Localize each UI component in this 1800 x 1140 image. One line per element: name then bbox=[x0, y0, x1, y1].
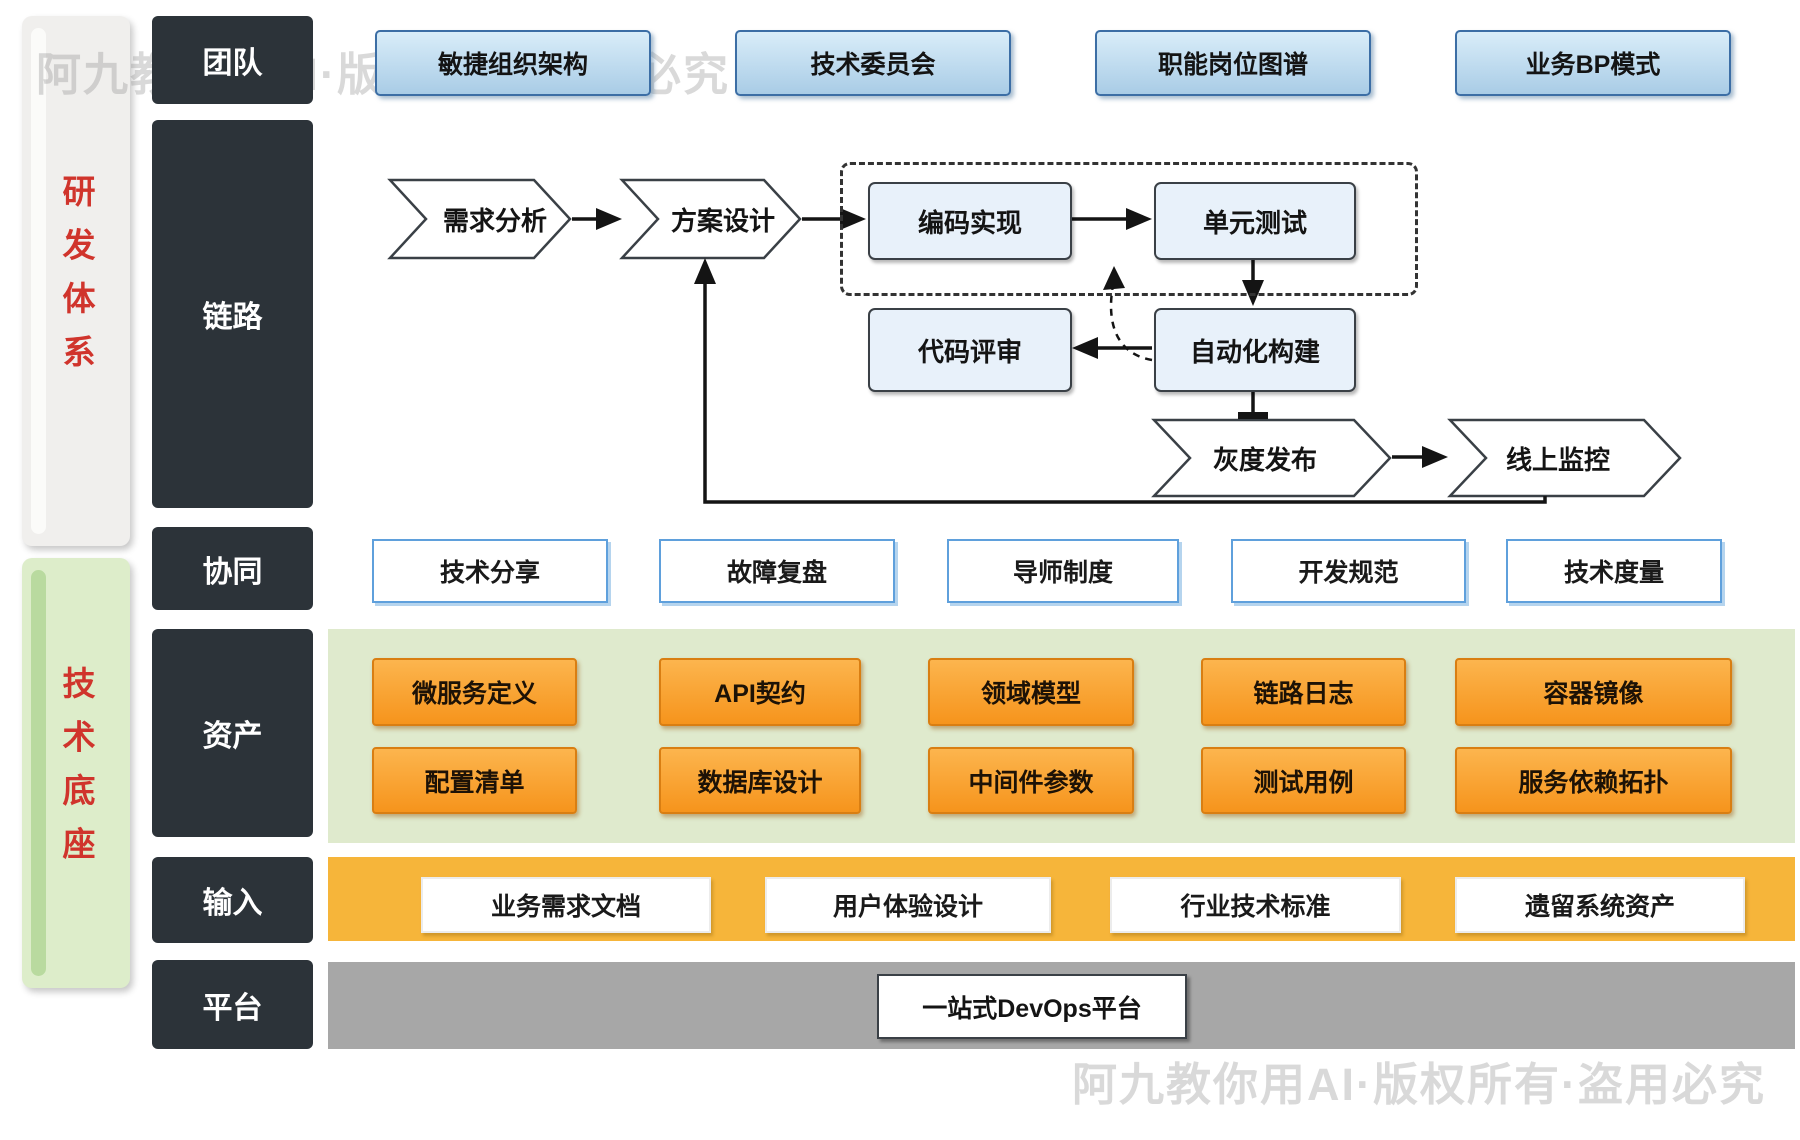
rail-rd-system: 研发体系 bbox=[22, 16, 130, 546]
rail-tech-base: 技术底座 bbox=[22, 558, 130, 988]
asset-item-service-dep-topology: 服务依赖拓扑 bbox=[1455, 747, 1732, 814]
row-label-chain: 链路 bbox=[152, 120, 313, 508]
input-item-legacy-assets: 遗留系统资产 bbox=[1455, 877, 1745, 933]
rail-stripe bbox=[31, 28, 46, 534]
input-item-business-req-doc: 业务需求文档 bbox=[421, 877, 711, 933]
row-label-asset: 资产 bbox=[152, 629, 313, 837]
watermark-bottom: 阿九教你用AI·版权所有·盗用必究 bbox=[1072, 1059, 1766, 1110]
team-item-role-map: 职能岗位图谱 bbox=[1095, 30, 1371, 96]
asset-item-microservice-def: 微服务定义 bbox=[372, 658, 577, 726]
flow-node-online-monitor: 线上监控 bbox=[1505, 444, 1610, 475]
rail-tech-base-label: 技术底座 bbox=[58, 666, 95, 880]
flow-node-unit-test: 单元测试 bbox=[1154, 182, 1356, 260]
rail-stripe bbox=[31, 570, 46, 976]
row-label-collab: 协同 bbox=[152, 527, 313, 610]
collab-item-failure-review: 故障复盘 bbox=[659, 539, 895, 603]
flow-node-auto-build: 自动化构建 bbox=[1154, 308, 1356, 392]
team-item-agile-org: 敏捷组织架构 bbox=[375, 30, 651, 96]
asset-item-trace-log: 链路日志 bbox=[1201, 658, 1406, 726]
row-label-platform: 平台 bbox=[152, 960, 313, 1049]
rail-rd-system-label: 研发体系 bbox=[58, 174, 95, 388]
collab-item-tech-metrics: 技术度量 bbox=[1506, 539, 1722, 603]
collab-item-dev-standards: 开发规范 bbox=[1231, 539, 1466, 603]
flow-node-code-review: 代码评审 bbox=[868, 308, 1072, 392]
flow-node-demand-analysis: 需求分析 bbox=[442, 205, 547, 236]
input-item-industry-standards: 行业技术标准 bbox=[1110, 877, 1401, 933]
asset-item-db-design: 数据库设计 bbox=[659, 747, 861, 814]
asset-item-api-contract: API契约 bbox=[659, 658, 861, 726]
collab-item-tech-sharing: 技术分享 bbox=[372, 539, 608, 603]
asset-item-test-cases: 测试用例 bbox=[1201, 747, 1406, 814]
row-label-input: 输入 bbox=[152, 857, 313, 943]
row-label-team: 团队 bbox=[152, 16, 313, 104]
collab-item-mentor-system: 导师制度 bbox=[947, 539, 1179, 603]
asset-item-domain-model: 领域模型 bbox=[928, 658, 1134, 726]
asset-item-config-list: 配置清单 bbox=[372, 747, 577, 814]
input-item-ux-design: 用户体验设计 bbox=[765, 877, 1051, 933]
flow-node-coding: 编码实现 bbox=[868, 182, 1072, 260]
flow-node-solution-design: 方案设计 bbox=[670, 205, 775, 236]
asset-item-middleware-params: 中间件参数 bbox=[928, 747, 1134, 814]
team-item-bp-mode: 业务BP模式 bbox=[1455, 30, 1731, 96]
flow-node-gray-release: 灰度发布 bbox=[1212, 444, 1317, 475]
team-item-tech-committee: 技术委员会 bbox=[735, 30, 1011, 96]
platform-item-devops-platform: 一站式DevOps平台 bbox=[877, 974, 1187, 1039]
asset-item-container-image: 容器镜像 bbox=[1455, 658, 1732, 726]
